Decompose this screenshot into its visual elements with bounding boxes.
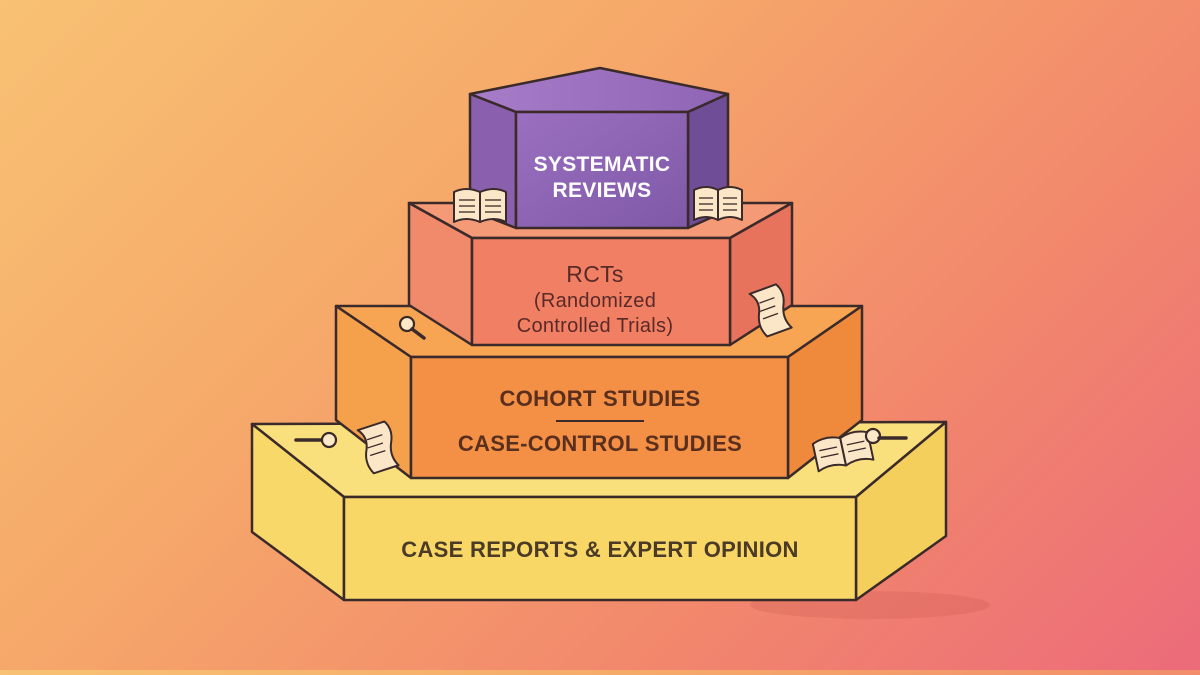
tier-2-line-1: RCTs [566, 261, 624, 287]
tier-1-line-2: REVIEWS [552, 179, 652, 203]
open-book-icon [693, 186, 743, 221]
scroll-icon [356, 420, 400, 475]
tier-2-label: RCTs (Randomized Controlled Trials) [430, 260, 760, 339]
tier-4-label: CASE REPORTS & EXPERT OPINION [401, 537, 799, 562]
tier-3-label-case-control: CASE-CONTROL STUDIES [457, 431, 743, 456]
magnifying-glass-icon [864, 427, 908, 445]
tier-1-line-1: SYSTEMATIC [533, 153, 671, 176]
magnifying-glass-icon [398, 315, 426, 340]
tier-1-label: SYSTEMATIC REVIEWS [518, 152, 686, 205]
open-book-icon [453, 188, 507, 223]
open-book-icon [811, 430, 875, 473]
scroll-icon [748, 283, 793, 338]
tier-2-line-3: Controlled Trials) [516, 314, 674, 337]
tier-2-line-2: (Randomized [533, 289, 657, 312]
magnifying-glass-icon [294, 431, 338, 449]
tier-3-label-cohort: COHORT STUDIES [499, 386, 701, 411]
